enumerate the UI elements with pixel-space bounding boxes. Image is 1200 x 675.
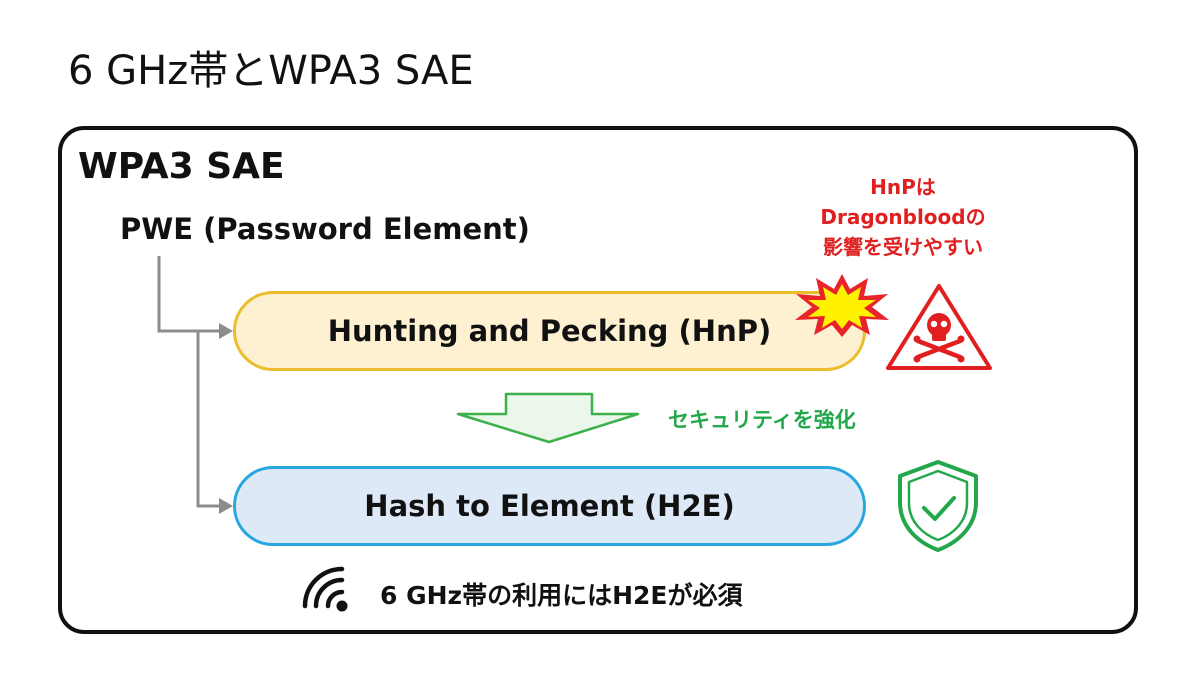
hnp-method-label: Hunting and Pecking (HnP) — [327, 314, 772, 348]
warning-line-1: HnPは — [870, 175, 936, 199]
skull-warning-triangle-icon — [886, 284, 992, 370]
connector-arrowhead-hnp — [219, 323, 233, 339]
h2e-method-label: Hash to Element (H2E) — [364, 489, 735, 523]
explosion-burst-icon — [795, 274, 889, 337]
pwe-label: PWE (Password Element) — [120, 212, 530, 246]
connector-to-hnp — [157, 256, 220, 333]
h2e-requirement-note: 6 GHz帯の利用にはH2Eが必須 — [380, 581, 743, 610]
security-improvement-label: セキュリティを強化 — [668, 408, 856, 432]
hnp-warning-note: HnPは Dragonbloodの 影響を受けやすい — [800, 172, 1006, 262]
connector-arrowhead-h2e — [219, 498, 233, 514]
warning-line-3: 影響を受けやすい — [823, 235, 983, 259]
connector-to-h2e — [196, 331, 220, 508]
wpa3-sae-panel — [58, 126, 1138, 634]
warning-line-2: Dragonbloodの — [820, 205, 986, 229]
hnp-method-box: Hunting and Pecking (HnP) — [233, 291, 866, 371]
down-arrow-icon — [456, 392, 640, 444]
panel-title: WPA3 SAE — [78, 146, 285, 187]
h2e-method-box: Hash to Element (H2E) — [233, 466, 866, 546]
wifi-signal-icon — [302, 566, 348, 612]
slide-title: 6 GHz帯とWPA3 SAE — [68, 48, 474, 94]
shield-check-icon — [898, 460, 978, 552]
